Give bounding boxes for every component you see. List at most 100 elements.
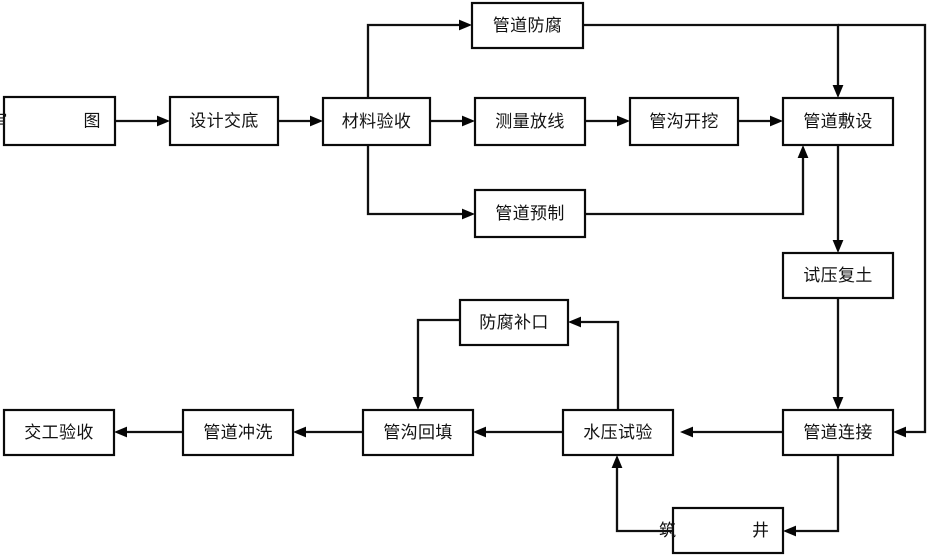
- edge-guandao-fushe-to-shiya-futu: [832, 145, 844, 253]
- node-box[interactable]: [321, 96, 432, 147]
- arrow-head-icon: [310, 115, 323, 127]
- arrow-head-icon: [797, 145, 809, 158]
- edge-line: [615, 462, 673, 533]
- node-label: 管沟开挖: [649, 112, 719, 131]
- arrow-head-icon: [412, 397, 424, 410]
- flow-node-guangou-huitian[interactable]: 管沟回填: [361, 408, 475, 457]
- edge-line: [583, 23, 840, 91]
- flow-node-zhujing[interactable]: 筑 井: [659, 506, 785, 555]
- arrow-head-icon: [462, 208, 475, 220]
- node-box[interactable]: [473, 188, 587, 239]
- edge-guangou-huitian-to-guandao-chongxi: [293, 426, 363, 438]
- flow-node-fangfu-bukou[interactable]: 防腐补口: [458, 298, 570, 347]
- node-label: 管道冲洗: [203, 423, 273, 442]
- edge-sheji-jiaodi-to-cailiao-yanshou: [278, 115, 323, 127]
- edge-cailiao-yanshou-to-guandao-fangfu: [366, 19, 472, 98]
- edge-shuiya-shiyan-to-guangou-huitian: [473, 426, 563, 438]
- node-box[interactable]: [781, 251, 895, 300]
- edge-guandao-yuzhi-to-guandao-fushe: [585, 145, 809, 216]
- node-label: 试压复土: [803, 266, 873, 285]
- node-box[interactable]: [628, 96, 740, 147]
- node-label: 管沟回填: [383, 423, 453, 442]
- edge-shentu-to-sheji-jiaodi: [115, 115, 170, 127]
- edges-layer: [114, 19, 927, 537]
- node-label: 管道预制: [495, 204, 565, 223]
- edge-line: [585, 152, 805, 216]
- arrow-head-icon: [157, 115, 170, 127]
- edge-guandao-fangfu-to-guandao-fushe: [583, 23, 844, 98]
- edge-line: [790, 455, 840, 533]
- arrow-head-icon: [462, 115, 475, 127]
- node-box[interactable]: [181, 408, 295, 457]
- arrow-head-icon: [617, 115, 630, 127]
- node-box[interactable]: [2, 95, 117, 147]
- node-label: 筑 井: [659, 521, 783, 540]
- arrow-head-icon: [293, 426, 306, 438]
- flow-node-guangou-kaiwa[interactable]: 管沟开挖: [628, 96, 740, 147]
- node-label: 管道防腐: [493, 16, 563, 35]
- flow-node-guandao-yuzhi[interactable]: 管道预制: [473, 188, 587, 239]
- edge-guandao-lianjie-to-zhujing: [783, 455, 840, 537]
- arrow-head-icon: [893, 426, 906, 438]
- node-label: 设计交底: [189, 111, 259, 130]
- flow-node-shentu[interactable]: 审 图: [0, 95, 117, 147]
- node-box[interactable]: [781, 96, 895, 147]
- edge-guandao-chongxi-to-jiaogong-yanshou: [114, 426, 183, 438]
- node-box[interactable]: [458, 298, 570, 347]
- node-box[interactable]: [470, 1, 585, 50]
- arrow-head-icon: [114, 426, 127, 438]
- flow-node-shuiya-shiyan[interactable]: 水压试验: [561, 408, 675, 457]
- edge-guandao-fangfu-to-guandao-lianjie: [838, 23, 927, 438]
- arrow-head-icon: [611, 455, 623, 468]
- edge-cailiao-yanshou-to-celiang-fangxian: [430, 115, 475, 127]
- edge-shuiya-shiyan-to-fangfu-bukou: [568, 316, 620, 410]
- node-label: 防腐补口: [479, 313, 549, 332]
- arrow-head-icon: [770, 115, 783, 127]
- edge-line: [575, 320, 620, 410]
- arrow-head-icon: [832, 397, 844, 410]
- edge-line: [366, 145, 468, 216]
- edge-cailiao-yanshou-to-guandao-yuzhi: [366, 145, 475, 220]
- arrow-head-icon: [832, 85, 844, 98]
- node-box[interactable]: [561, 408, 675, 457]
- edge-zhujing-to-shuiya-shiyan: [611, 455, 673, 533]
- node-box[interactable]: [168, 95, 280, 147]
- node-box[interactable]: [2, 408, 116, 457]
- edge-fangfu-bukou-to-guangou-huitian: [412, 318, 460, 410]
- flow-node-guandao-chongxi[interactable]: 管道冲洗: [181, 408, 295, 457]
- arrow-head-icon: [473, 426, 486, 438]
- flow-node-guandao-lianjie[interactable]: 管道连接: [781, 408, 895, 457]
- edge-guangou-kaiwa-to-guandao-fushe: [738, 115, 783, 127]
- flow-node-guandao-fushe[interactable]: 管道敷设: [781, 96, 895, 147]
- flow-node-cailiao-yanshou[interactable]: 材料验收: [321, 96, 432, 147]
- node-label: 交工验收: [24, 423, 94, 442]
- node-label: 管道敷设: [803, 112, 873, 131]
- edge-shiya-futu-to-guandao-lianjie: [832, 298, 844, 410]
- node-label: 材料验收: [342, 112, 412, 131]
- flow-node-celiang-fangxian[interactable]: 测量放线: [473, 96, 587, 147]
- flow-node-jiaogong-yanshou[interactable]: 交工验收: [2, 408, 116, 457]
- arrow-head-icon: [568, 316, 581, 328]
- node-label: 测量放线: [495, 112, 565, 131]
- node-label: 水压试验: [583, 423, 653, 442]
- edge-line: [366, 23, 465, 98]
- node-box[interactable]: [781, 408, 895, 457]
- node-box[interactable]: [473, 96, 587, 147]
- arrow-head-icon: [680, 426, 693, 438]
- arrow-head-icon: [832, 240, 844, 253]
- edge-celiang-fangxian-to-guangou-kaiwa: [585, 115, 630, 127]
- arrow-head-icon: [459, 19, 472, 31]
- node-label: 审 图: [0, 111, 115, 130]
- flow-node-shiya-futu[interactable]: 试压复土: [781, 251, 895, 300]
- flow-node-guandao-fangfu[interactable]: 管道防腐: [470, 1, 585, 50]
- flow-node-sheji-jiaodi[interactable]: 设计交底: [168, 95, 280, 147]
- node-box[interactable]: [671, 506, 785, 555]
- node-label: 管道连接: [803, 423, 873, 442]
- node-box[interactable]: [361, 408, 475, 457]
- edge-line: [838, 23, 927, 434]
- edge-line: [416, 318, 460, 403]
- arrow-head-icon: [783, 525, 796, 537]
